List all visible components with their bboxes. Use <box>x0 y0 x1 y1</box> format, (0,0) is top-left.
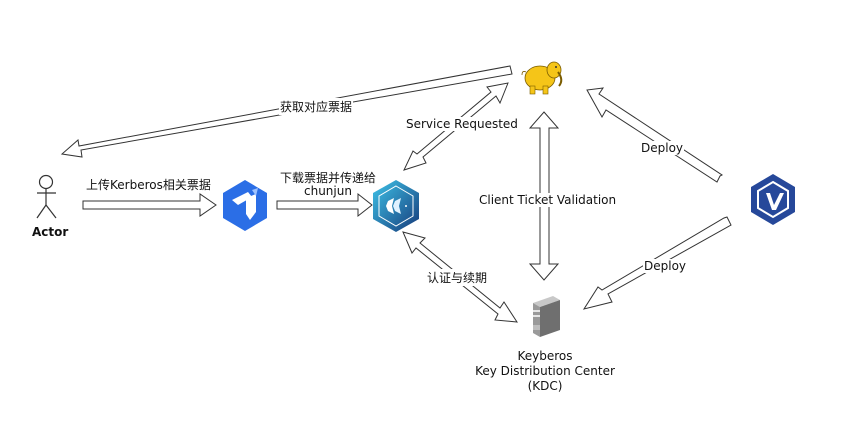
taier-logo-icon <box>223 180 267 231</box>
deploy-hadoop-label: Deploy <box>640 141 685 155</box>
kdc-label-line1: Keyberos <box>517 349 573 363</box>
arrow-upload <box>82 193 217 217</box>
deployer-logo-icon <box>751 174 795 225</box>
server-icon <box>533 296 560 337</box>
kdc-label-line2: Key Distribution Center <box>475 364 615 378</box>
stick-figure-icon <box>36 174 57 219</box>
download-label-line2: chunjun <box>304 184 352 198</box>
deploy-kdc-label: Deploy <box>643 259 688 273</box>
arrow-download <box>276 192 373 218</box>
kdc-label-line3: (KDC) <box>527 379 563 393</box>
actor-label: Actor <box>32 225 69 239</box>
chunjun-logo-icon <box>373 180 419 232</box>
client-ticket-validation-label: Client Ticket Validation <box>478 193 618 207</box>
service-requested-label: Service Requested <box>405 117 519 131</box>
fetch-ticket-label: 获取对应票据 <box>279 98 354 115</box>
download-label-line1: 下载票据并传递给 <box>280 171 377 185</box>
hadoop-elephant-icon <box>521 61 563 95</box>
arrow-deploy-hadoop <box>586 87 723 183</box>
upload-label: 上传Kerberos相关票据 <box>86 178 211 192</box>
kdc-label: Keyberos Key Distribution Center (KDC) <box>470 349 620 394</box>
auth-renew-label: 认证与续期 <box>426 269 489 286</box>
